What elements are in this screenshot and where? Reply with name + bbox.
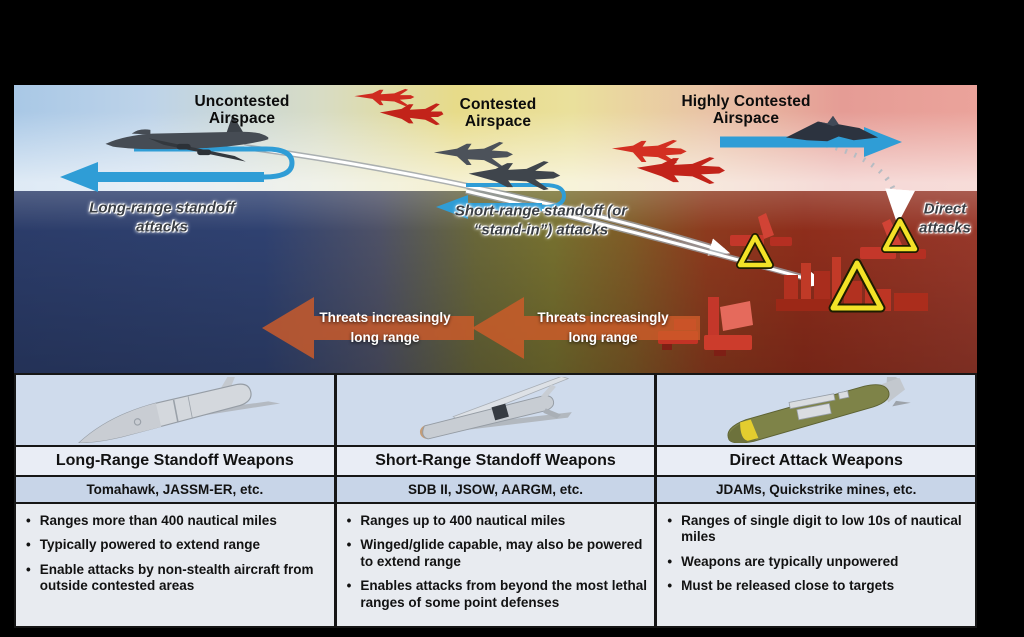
zone-label-contested: Contested Airspace <box>460 96 537 131</box>
bullet-text: Must be released close to targets <box>681 578 895 594</box>
bullet-item: • Enables attacks from beyond the most le… <box>347 578 649 611</box>
zone-label-line: Highly Contested <box>681 93 811 110</box>
bullet-item: • Ranges of single digit to low 10s of na… <box>667 513 969 546</box>
target-triangle-icon <box>736 233 774 269</box>
red-fighter-pair-icon <box>611 139 725 184</box>
zone-label-highly-contested: Highly Contested Airspace <box>681 93 810 128</box>
bullet-dot: • <box>26 537 31 553</box>
zone-label-line: Airspace <box>712 110 780 128</box>
bullet-text: Ranges of single digit to low 10s of nau… <box>681 513 962 545</box>
bullet-dot: • <box>667 578 673 594</box>
label-short-range-standoff-attacks: Short-range standoff (or “stand-in”) att… <box>454 202 628 238</box>
bullet-item: • Winged/glide capable, may also be power… <box>347 537 649 570</box>
bullet-dot: • <box>667 513 673 528</box>
column-title: Short-Range Standoff Weapons <box>336 447 655 477</box>
column-title: Long-Range Standoff Weapons <box>16 447 334 477</box>
bullet-item: • Weapons are typically unpowered <box>667 554 969 570</box>
left-arrow-shape-icon <box>472 297 700 359</box>
zone-label-line: Airspace <box>464 113 532 131</box>
contested-turnback-arrow <box>436 183 567 219</box>
bullet-text: Ranges up to 400 nautical miles <box>360 513 566 528</box>
zone-label-uncontested: Uncontested Airspace <box>195 93 290 128</box>
target-triangle-icon <box>828 258 886 313</box>
bullet-text: Enable attacks by non-stealth aircraft f… <box>39 561 314 594</box>
bullet-dot: • <box>667 553 673 569</box>
column-direct-attack: Direct Attack Weapons JDAMs, Quickstrike… <box>654 375 976 626</box>
b52-bomber-icon <box>105 114 269 162</box>
bullet-item: • Ranges up to 400 nautical miles <box>347 513 649 529</box>
column-examples: SDB II, JSOW, AARGM, etc. <box>336 477 655 504</box>
red-fighter-pair-icon <box>354 88 444 126</box>
weapon-image-cell <box>336 375 655 447</box>
left-arrow-shape-icon <box>262 297 474 359</box>
weapon-image-cell <box>16 375 334 447</box>
bullet-text: Winged/glide capable, may also be powere… <box>360 537 643 569</box>
zone-label-line: Contested <box>459 96 537 113</box>
bullet-item: • Enable attacks by non-stealth aircraft … <box>26 562 328 595</box>
bullet-text: Ranges more than 400 nautical miles <box>39 513 277 528</box>
bullet-dot: • <box>26 561 31 577</box>
jdam-bomb-image <box>727 377 911 443</box>
airspace-scene: Uncontested Airspace Contested Airspace … <box>14 85 977 373</box>
gray-fighter-pair-icon <box>433 141 561 191</box>
label-long-range-standoff-attacks: Long-range standoff attacks <box>89 199 235 235</box>
bullet-dot: • <box>346 537 352 553</box>
infographic-frame: Uncontested Airspace Contested Airspace … <box>14 85 977 628</box>
column-short-range-standoff: Short-Range Standoff Weapons SDB II, JSO… <box>333 375 655 626</box>
jassm-cruise-missile-image <box>77 377 280 443</box>
bullet-text: Enables attacks from beyond the most let… <box>360 578 647 610</box>
column-examples: Tomahawk, JASSM-ER, etc. <box>16 477 334 504</box>
short-range-trajectory-arrow <box>465 188 827 288</box>
column-title: Direct Attack Weapons <box>657 447 976 477</box>
bullet-dot: • <box>346 578 352 594</box>
zone-label-line: Uncontested <box>194 93 290 110</box>
column-bullet-list: • Ranges more than 400 nautical miles • Ty… <box>16 504 334 626</box>
bullet-text: Typically powered to extend range <box>39 537 261 553</box>
threat-arrow-text: Threats increasingly <box>537 309 669 325</box>
column-bullet-list: • Ranges up to 400 nautical miles • Winged… <box>336 504 655 626</box>
stealth-bomber-icon <box>786 115 879 142</box>
bullet-item: • Typically powered to extend range <box>26 537 328 553</box>
bullet-item: • Ranges more than 400 nautical miles <box>26 513 328 529</box>
target-triangle-icon <box>881 217 919 253</box>
uncontested-turnback-arrow <box>60 146 295 192</box>
bullet-dot: • <box>346 513 352 528</box>
bullet-item: • Must be released close to targets <box>667 578 969 594</box>
direct-attack-dashed-path <box>825 142 916 225</box>
highly-contested-penetration-arrow <box>720 127 902 157</box>
scene-overlay-graphics <box>60 127 928 356</box>
column-bullet-list: • Ranges of single digit to low 10s of na… <box>657 504 976 626</box>
zone-label-line: Airspace <box>208 110 276 128</box>
weapon-image-cell <box>657 375 976 447</box>
threat-arrow-text: Threats increasingly <box>319 309 451 325</box>
bullet-dot: • <box>26 513 31 528</box>
threat-range-arrow: Threats increasingly long range <box>262 297 474 359</box>
threat-arrow-text: long range <box>350 330 420 345</box>
label-direct-attacks: Direct attacks <box>919 200 971 236</box>
threat-range-arrow: Threats increasingly long range <box>472 297 700 359</box>
threat-arrow-text: long range <box>568 330 638 345</box>
column-long-range-standoff: Long-Range Standoff Weapons Tomahawk, JA… <box>16 375 334 626</box>
sdb-glide-bomb-image <box>420 377 573 440</box>
column-examples: JDAMs, Quickstrike mines, etc. <box>657 477 976 504</box>
long-range-trajectory-arrow <box>243 144 731 256</box>
weapons-comparison-table: Long-Range Standoff Weapons Tomahawk, JA… <box>14 373 977 628</box>
bullet-text: Weapons are typically unpowered <box>681 553 899 569</box>
